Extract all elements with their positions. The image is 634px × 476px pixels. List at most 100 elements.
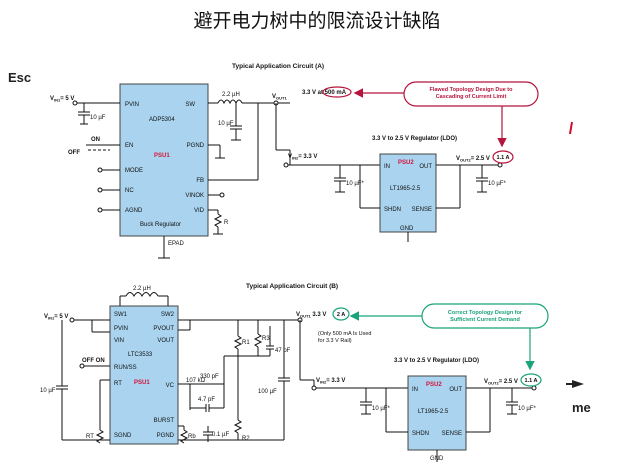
psu1-a-label: PSU1 [154, 153, 170, 159]
ldo-a-current: 1.1 A [497, 155, 510, 161]
svg-text:OFF ON: OFF ON [82, 358, 105, 364]
circuit-b [56, 292, 537, 462]
svg-text:Rb: Rb [188, 434, 196, 440]
svg-text:VIN2= 3.3 V: VIN2= 3.3 V [316, 378, 345, 385]
svg-text:0.1 µF: 0.1 µF [212, 432, 229, 438]
svg-text:VIN2= 3.3 V: VIN2= 3.3 V [288, 154, 317, 161]
psu2-b-label: PSU2 [426, 382, 442, 388]
page-title: 避开电力树中的限流设计缺陷 [193, 10, 441, 32]
circuit-a-labels: Typical Application Circuit (A) VIN1= 5 … [50, 63, 506, 247]
svg-text:2.2 µH: 2.2 µH [133, 286, 151, 292]
adp5304-name: ADP5304 [149, 117, 175, 123]
svg-text:2.2 µH: 2.2 µH [222, 92, 240, 98]
psu1-b-label: PSU1 [134, 380, 150, 386]
svg-text:AGND: AGND [125, 208, 143, 214]
svg-text:MODE: MODE [125, 168, 143, 174]
svg-text:VOUT1: VOUT1 [272, 94, 287, 101]
svg-text:SW1: SW1 [114, 312, 128, 318]
svg-text:RT: RT [114, 381, 122, 387]
circuit-b-heading: Typical Application Circuit (B) [246, 283, 338, 290]
svg-text:PVIN: PVIN [114, 326, 128, 332]
next-button-label[interactable]: me [572, 400, 591, 415]
svg-text:VOUT2= 2.5 V: VOUT2= 2.5 V [456, 156, 490, 163]
svg-text:3.3 V to 2.5 V Regulator (LDO): 3.3 V to 2.5 V Regulator (LDO) [372, 136, 457, 142]
adp5304-chip [119, 83, 209, 237]
next-arrow-icon[interactable] [572, 380, 584, 388]
ltc3533-name: LTC3533 [128, 352, 153, 358]
svg-text:R2: R2 [242, 436, 250, 442]
svg-text:SHDN: SHDN [384, 207, 401, 213]
svg-text:LT1965-2.5: LT1965-2.5 [418, 409, 449, 415]
svg-text:EPAD: EPAD [168, 241, 185, 247]
svg-text:VC: VC [166, 383, 175, 389]
svg-text:GND: GND [430, 456, 444, 462]
svg-text:Buck Regulator: Buck Regulator [140, 222, 181, 228]
circuit-a [72, 83, 503, 259]
svg-text:LT1965-2.5: LT1965-2.5 [390, 186, 421, 192]
svg-text:VIN1= 5 V: VIN1= 5 V [44, 314, 68, 321]
svg-text:RUN/SS: RUN/SS [114, 365, 137, 371]
svg-text:RT: RT [86, 434, 94, 440]
svg-text:3.3 V to 2.5 V Regulator (LDO): 3.3 V to 2.5 V Regulator (LDO) [394, 358, 479, 364]
svg-text:107 kΩ: 107 kΩ [186, 378, 206, 384]
svg-text:47 pF: 47 pF [275, 348, 291, 354]
ldo-b-current: 1.1 A [525, 378, 538, 384]
svg-text:PGND: PGND [157, 433, 175, 439]
svg-text:PGND: PGND [187, 143, 205, 149]
svg-text:VIN1= 5 V: VIN1= 5 V [50, 96, 74, 103]
circuit-b-labels: Typical Application Circuit (B) VIN1= 5 … [40, 283, 536, 462]
svg-text:VOUT: VOUT [157, 338, 174, 344]
svg-text:10 µF*: 10 µF* [518, 406, 536, 412]
svg-text:4.7 pF: 4.7 pF [198, 397, 215, 403]
svg-text:NC: NC [125, 188, 134, 194]
svg-text:330 pF: 330 pF [200, 374, 219, 380]
svg-text:EN: EN [125, 143, 133, 149]
ltc3533-chip [109, 305, 179, 445]
circuit-a-heading: Typical Application Circuit (A) [232, 63, 324, 70]
esc-button[interactable]: Esc [8, 70, 32, 85]
psu2-a-label: PSU2 [398, 160, 414, 166]
svg-text:VIN: VIN [114, 338, 124, 344]
svg-text:SW2: SW2 [161, 312, 175, 318]
ldo-b-chip [407, 375, 467, 451]
svg-text:10 µF*: 10 µF* [346, 181, 364, 187]
svg-text:100 µF: 100 µF [258, 389, 277, 395]
svg-text:10 µF*: 10 µF* [372, 406, 390, 412]
rail-note-a: 3.3 V at 500 mA [302, 90, 347, 96]
vout-b-current: 2 A [337, 312, 345, 318]
svg-text:IN: IN [412, 387, 418, 393]
svg-text:VID: VID [194, 208, 205, 214]
svg-text:SW: SW [185, 102, 195, 108]
svg-text:SENSE: SENSE [442, 431, 462, 437]
svg-text:OFF: OFF [68, 150, 80, 156]
svg-text:OUT: OUT [449, 387, 462, 393]
svg-text:ON: ON [91, 137, 100, 143]
ldo-a-chip [379, 153, 437, 233]
svg-text:10 µF: 10 µF [90, 115, 106, 121]
svg-text:R3: R3 [262, 336, 270, 342]
svg-text:PVOUT: PVOUT [153, 326, 174, 332]
svg-text:FB: FB [196, 178, 204, 184]
svg-text:GND: GND [400, 226, 414, 232]
svg-text:10 µF*: 10 µF* [488, 181, 506, 187]
svg-text:SHDN: SHDN [412, 431, 429, 437]
svg-text:VOUT1 3.3 V: VOUT1 3.3 V [296, 312, 326, 319]
svg-text:IN: IN [384, 164, 390, 170]
svg-text:OUT: OUT [419, 164, 432, 170]
svg-text:10 µF: 10 µF [218, 121, 234, 127]
svg-text:VINOK: VINOK [185, 193, 204, 199]
svg-text:PVIN: PVIN [125, 102, 139, 108]
svg-text:10 µF: 10 µF [40, 388, 56, 394]
svg-text:SENSE: SENSE [412, 207, 432, 213]
svg-text:VOUT2= 2.5 V: VOUT2= 2.5 V [484, 379, 518, 386]
svg-text:R1: R1 [242, 340, 250, 346]
svg-text:R: R [224, 220, 229, 226]
svg-text:BURST: BURST [154, 418, 175, 424]
svg-text:SGND: SGND [114, 433, 132, 439]
